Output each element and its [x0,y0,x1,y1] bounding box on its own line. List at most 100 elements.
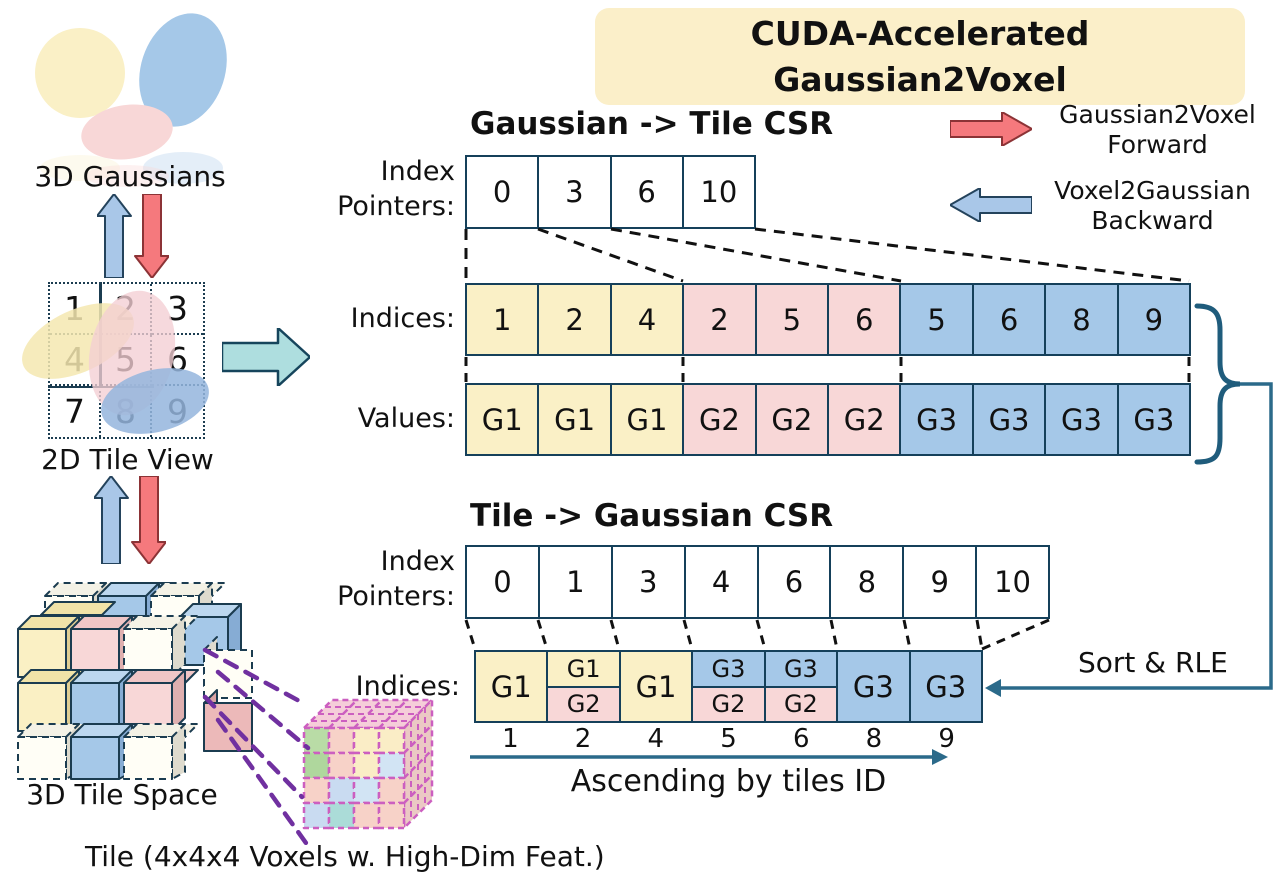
ascending-label: Ascending by tiles ID [570,764,887,799]
cell-entry: G1 [548,652,619,688]
values-cell: G2 [684,385,757,454]
g2t-segment-lines [464,357,1191,382]
g2t-indices-label: Indices: [350,303,455,334]
legend-forward-line2: Forward [1107,129,1208,159]
gaussian-yellow-reflection [40,155,120,181]
voxel-front-face [302,726,406,830]
gaussian-pink-reflection [85,165,169,187]
right-arrow-icon [222,328,310,386]
front-pink-cube [123,669,199,732]
tile-gaussians-cell: G3 [838,652,911,721]
tile-gaussians-cell: G1 [476,652,549,721]
tile-id: 8 [865,724,883,754]
pointer-cell: 3 [613,547,686,617]
forward-backward-arrows-bottom [94,476,166,564]
tile-gaussians-cell: G3 G2 [693,652,766,721]
indices-cell: 1 [467,285,540,354]
legend-backward-label: Voxel2Gaussian Backward [1025,176,1280,235]
tile-id-row: 1 2 4 5 6 8 9 [474,724,983,754]
tile-id: 6 [792,724,810,754]
gaussian-to-tile-heading: Gaussian -> Tile CSR [470,106,834,142]
legend-backward-line1: Voxel2Gaussian [1054,176,1251,205]
t2g-index-pointers-label: Index Pointers: [280,544,455,614]
tile-cell: 3 [152,284,203,335]
pointer-cell: 1 [540,547,613,617]
g2t-pointer-mapping-lines [464,227,1190,283]
pointer-cell: 6 [612,157,684,227]
legend-backward-line2: Backward [1091,205,1214,235]
indices-cell: 4 [611,285,685,354]
values-cell: G1 [467,385,540,454]
tile-id: 1 [502,724,519,754]
tiles-to-csr-arrow [222,328,310,386]
side-pink-cube [203,689,253,752]
tile-cell: 7 [50,386,101,437]
title-box: CUDA-Accelerated Gaussian2Voxel [595,8,1245,105]
t2g-pointer-mapping-lines [464,618,1050,651]
gaussian-blue-blob [139,13,227,127]
values-cell: G3 [973,385,1047,454]
pointer-cell: 3 [539,157,612,227]
tile-gaussians-cell: G1 [620,652,694,721]
g2t-index-pointers-line2: Pointers: [337,191,455,223]
gaussians-3d-label: 3D Gaussians [34,160,226,193]
pointer-cell: 4 [686,547,759,617]
sort-rle-arrowhead-icon [985,679,1001,697]
cell-entry: G2 [693,687,764,721]
t2g-index-pointers-line2: Pointers: [337,581,455,613]
indices-cell: 2 [684,285,757,354]
tile-gaussians-cell: G3 G2 [765,652,839,721]
values-cell: G2 [756,385,830,454]
pointer-cell: 10 [700,175,738,209]
indices-cell: 6 [973,285,1047,354]
legend-forward-line1: Gaussian2Voxel [1059,100,1256,129]
values-cell: G3 [901,385,974,454]
g2t-index-pointers-row: 0 3 6 10 [465,155,756,229]
gaussian-pink-blob [81,104,173,160]
forward-down-arrow-icon [134,194,169,278]
pointer-cell: 9 [904,547,978,617]
forward-down-arrow-icon [131,476,166,564]
pointer-cell: 6 [759,547,832,617]
indices-cell: 9 [1118,285,1190,354]
g2t-index-pointers-line1: Index [380,156,455,187]
tile-id: 2 [574,724,592,754]
voxel-tile-caption: Tile (4x4x4 Voxels w. High-Dim Feat.) [85,840,605,873]
g2t-values-label: Values: [357,403,455,434]
tile-grid-2d: 1 2 3 4 5 6 7 8 9 [10,282,216,445]
forward-right-arrow-icon [950,112,1032,146]
tile-space-3d-label: 3D Tile Space [26,778,218,811]
voxel-tile-illustration [302,698,434,830]
t2g-index-pointers-line1: Index [380,546,455,577]
gaussian-blue-reflection [143,152,223,184]
values-cell: G1 [611,385,685,454]
g2t-values-row: G1 G1 G1 G2 G2 G2 G3 G3 G3 G3 [465,383,1191,456]
tile-space-3d [17,582,253,780]
tile-id: 4 [647,724,665,754]
indices-cell: 6 [829,285,902,354]
values-cell: G2 [829,385,902,454]
tile-gaussians-cell: G1 G2 [548,652,621,721]
forward-backward-arrows-top [97,194,169,278]
pointer-cell: 10 [994,565,1032,599]
values-cell: G3 [1046,385,1119,454]
gaussian-yellow-blob [35,28,125,118]
cell-entry: G3 [693,652,764,688]
values-cell: G3 [1118,385,1190,454]
backward-left-arrow-icon [950,188,1032,222]
tile-gaussians-cell: G3 [910,652,981,721]
title-line1: CUDA-Accelerated [750,13,1090,53]
backward-up-arrow-icon [94,476,129,564]
indices-cell: 2 [539,285,612,354]
pointer-cell: 0 [467,157,540,227]
brace-icon [1194,303,1241,465]
cell-entry: G3 [765,652,837,688]
g2t-indices-row: 1 2 4 2 5 6 5 6 8 9 [465,283,1191,356]
gaussians-3d-illustration [35,13,227,187]
backward-up-arrow-icon [97,194,132,278]
indices-cell: 5 [901,285,974,354]
tile-to-gaussian-heading: Tile -> Gaussian CSR [470,498,834,534]
sort-rle-label: Sort & RLE [1078,646,1228,679]
tile-view-2d-label: 2D Tile View [41,443,214,476]
indices-cell: 8 [1046,285,1119,354]
